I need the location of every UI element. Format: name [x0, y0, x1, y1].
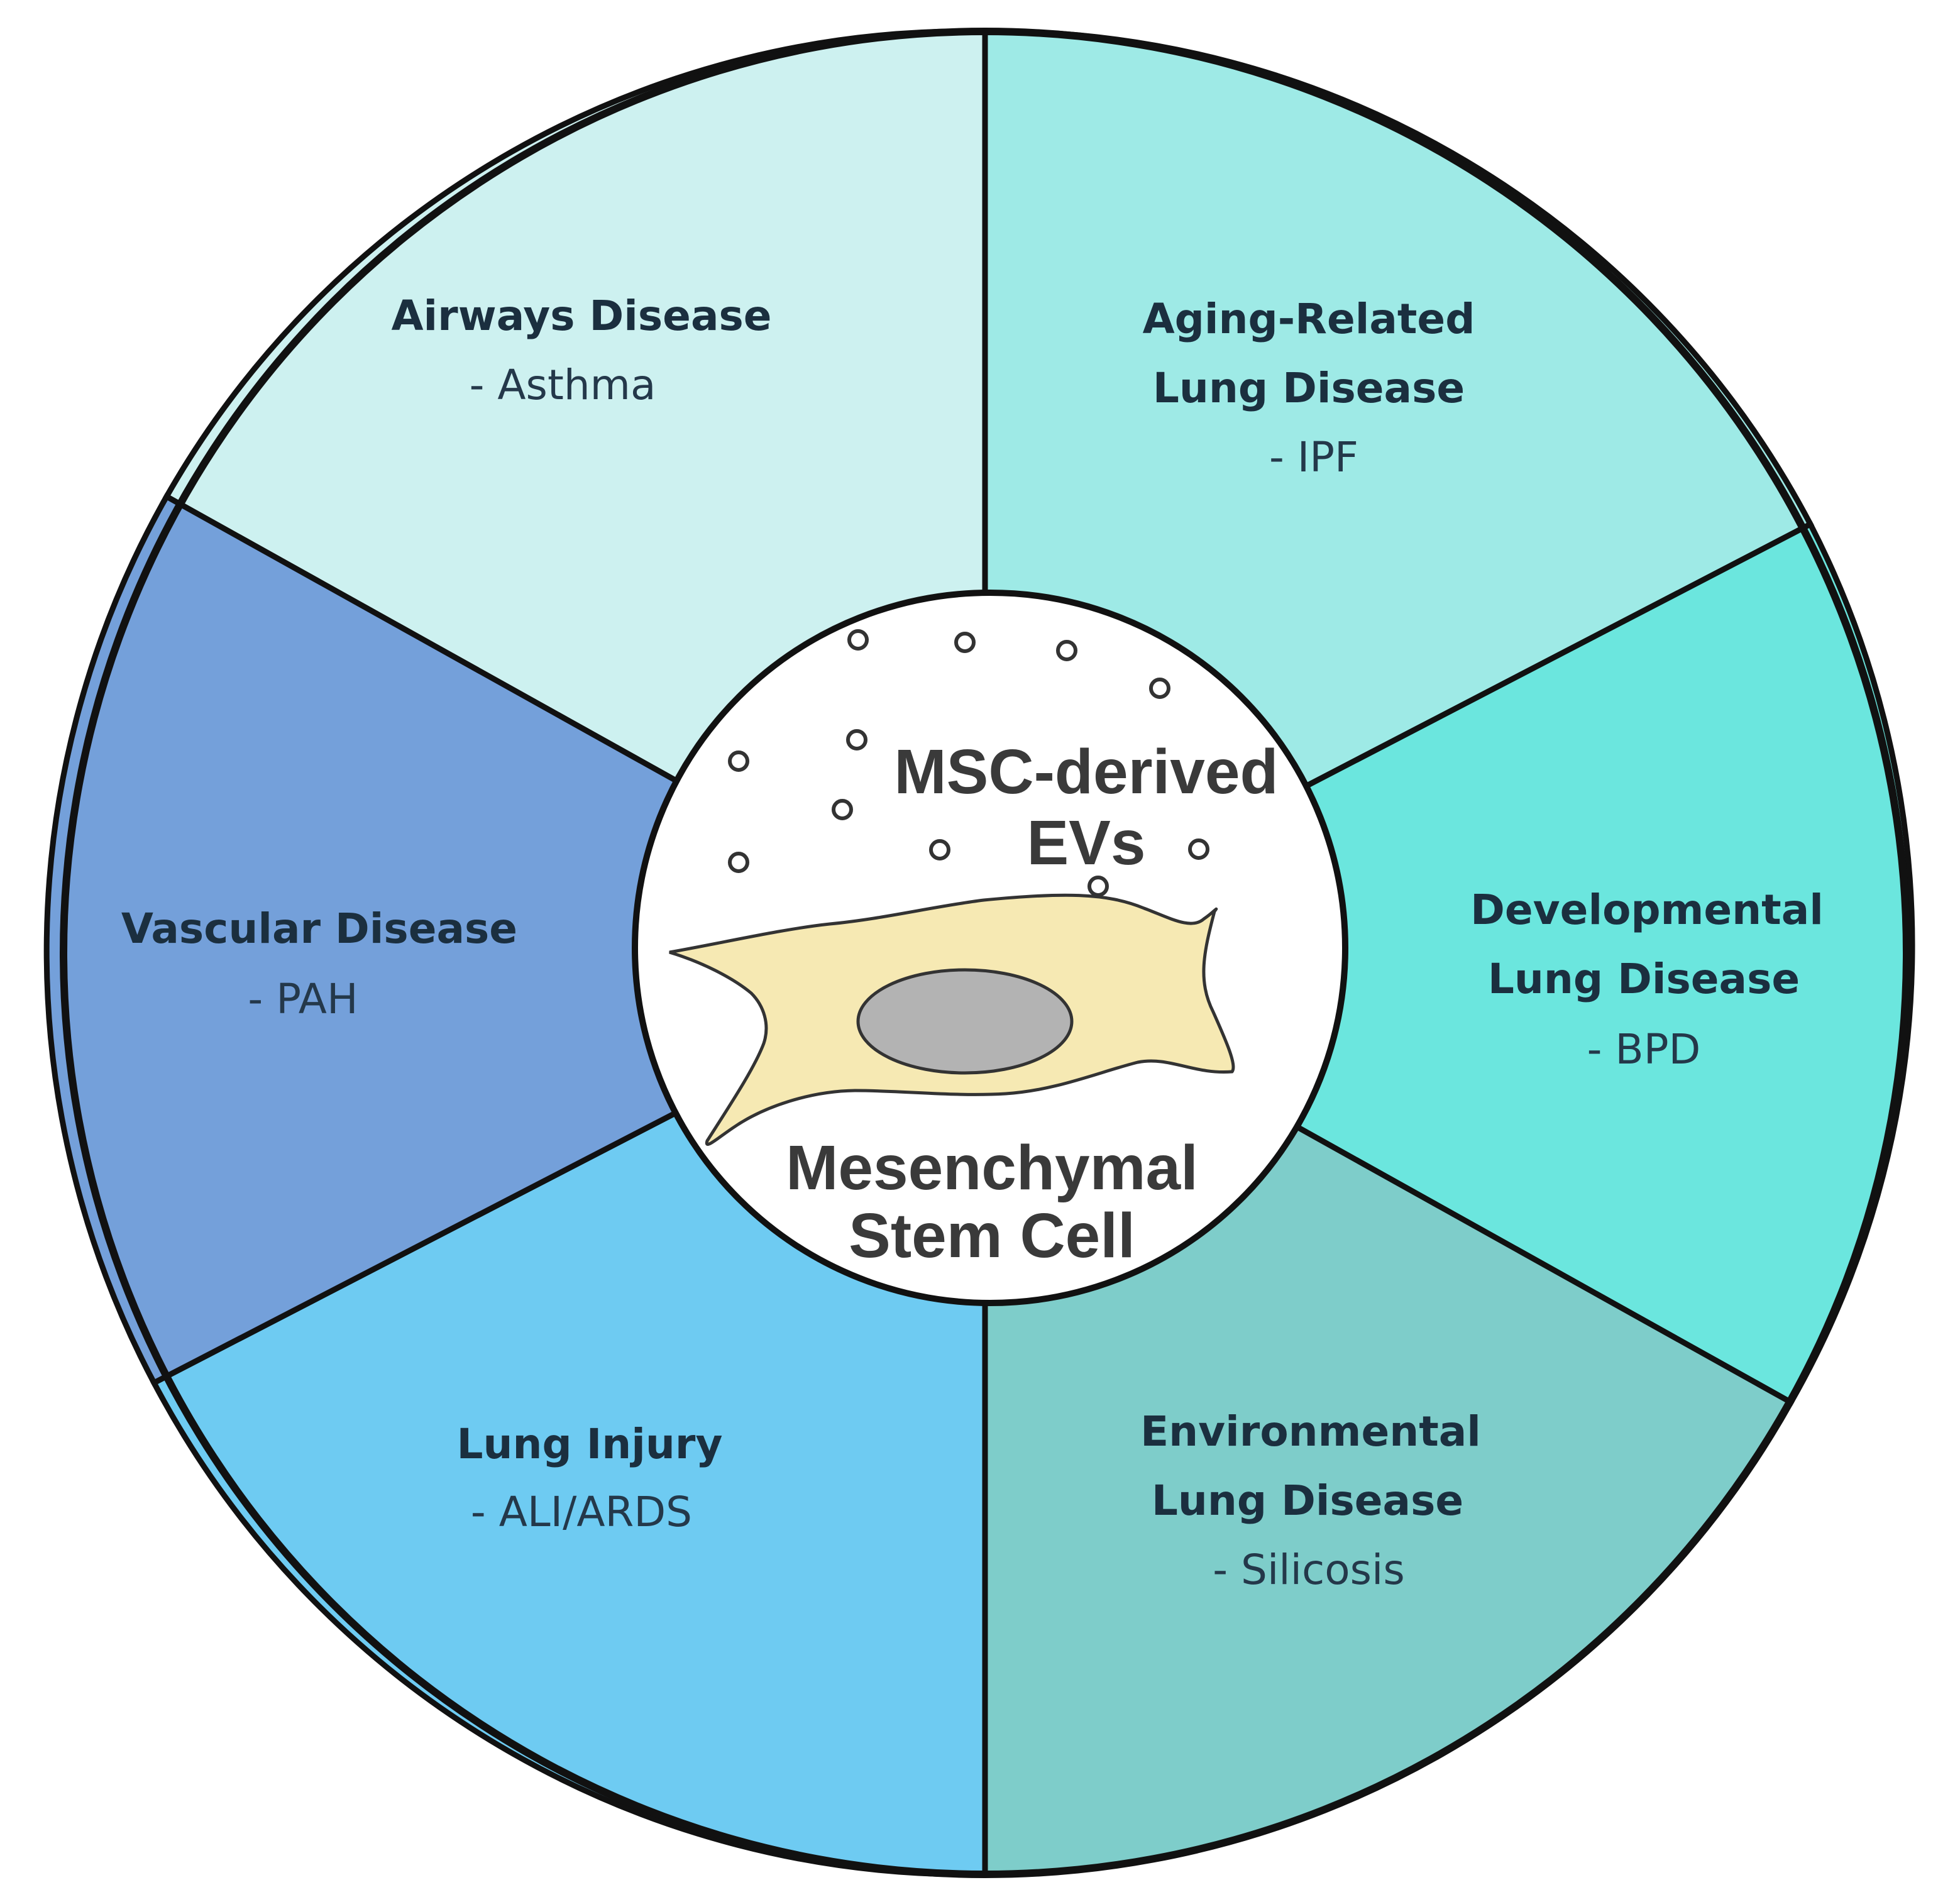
- segment-environmental-label: Environmental Lung Disease - Silicosis: [1140, 1407, 1481, 1594]
- vesicle-icon: [1056, 640, 1077, 661]
- segment-subtitle: - Silicosis: [1213, 1546, 1404, 1594]
- segment-vascular: [43, 492, 991, 1387]
- segment-subtitle: - BPD: [1587, 1025, 1701, 1074]
- vesicle-icon: [846, 729, 867, 750]
- segment-subtitle: - ALI/ARDS: [471, 1488, 692, 1536]
- segment-subtitle: - PAH: [248, 975, 358, 1023]
- segment-title-line: Environmental: [1140, 1407, 1481, 1456]
- outer-ring: [60, 28, 1910, 1878]
- vesicle-icon: [954, 632, 976, 653]
- vesicles: [728, 629, 1209, 897]
- segment-title-line: Lung Disease: [1488, 955, 1800, 1003]
- segment-title-line: Lung Disease: [1152, 1476, 1463, 1525]
- center-hub: MSC-derived EVs Mesenchymal Stem Cell: [632, 590, 1348, 1306]
- vesicle-icon: [1149, 678, 1170, 699]
- segment-title-line: Aging-Related: [1143, 295, 1475, 343]
- vesicle-icon: [728, 750, 749, 772]
- vesicle-icon: [1188, 838, 1209, 860]
- vesicle-icon: [832, 799, 853, 820]
- segment-title-line: Vascular Disease: [121, 904, 517, 953]
- vesicle-icon: [1087, 876, 1109, 897]
- cell-nucleus: [856, 968, 1074, 1075]
- segment-subtitle: - Asthma: [470, 361, 656, 409]
- segment-vascular-label: Vascular Disease - PAH: [121, 904, 517, 1023]
- msc-label-line: Mesenchymal: [786, 1133, 1198, 1203]
- segment-title-line: Developmental: [1470, 886, 1824, 934]
- segment-injury-label: Lung Injury - ALI/ARDS: [457, 1420, 723, 1536]
- segment-title-line: Airways Disease: [391, 292, 771, 340]
- ev-label-line: MSC-derived: [894, 737, 1278, 807]
- ev-label-line: EVs: [1027, 808, 1145, 878]
- vesicle-icon: [929, 839, 950, 860]
- segment-subtitle: - IPF: [1269, 433, 1358, 481]
- vesicle-icon: [847, 629, 869, 651]
- vesicle-icon: [728, 852, 749, 873]
- segment-developmental-label: Developmental Lung Disease - BPD: [1470, 886, 1824, 1074]
- segment-airways-label: Airways Disease - Asthma: [391, 292, 771, 409]
- segment-aging-label: Aging-Related Lung Disease - IPF: [1143, 295, 1475, 481]
- msc-label-line: Stem Cell: [849, 1201, 1135, 1271]
- segment-title-line: Lung Injury: [457, 1420, 723, 1468]
- segment-title-line: Lung Disease: [1153, 364, 1465, 412]
